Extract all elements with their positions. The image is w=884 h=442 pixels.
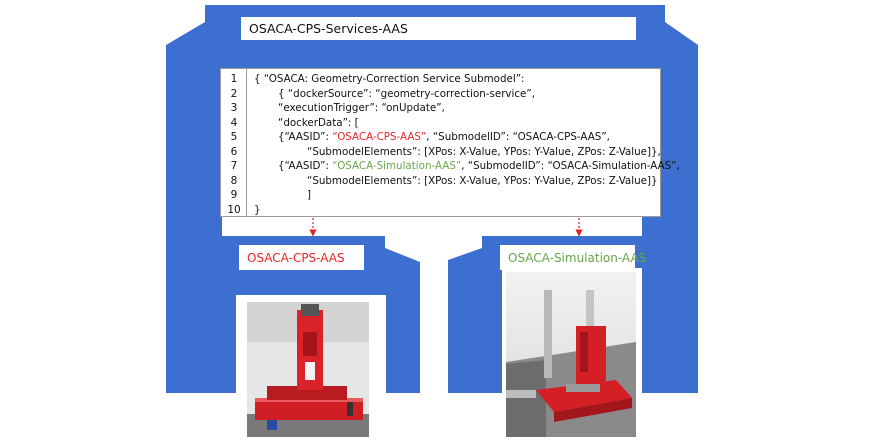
code-line-3: “executionTrigger”: “onUpdate”, <box>278 102 445 114</box>
line-number: 3 <box>230 102 238 114</box>
code-line-2: { “dockerSource”: “geometry-correction-s… <box>278 87 535 100</box>
submodel-code-panel: 1 2 3 4 5 6 7 8 9 10 { “OSACA: Geometry-… <box>220 68 680 217</box>
line-number: 7 <box>230 160 238 172</box>
code-line-1: { “OSACA: Geometry-Correction Service Su… <box>254 73 525 85</box>
cps-aas-title: OSACA-CPS-AAS <box>247 250 345 265</box>
main-aas-label: OSACA-CPS-Services-AAS <box>241 17 636 40</box>
line-number: 6 <box>230 145 238 158</box>
code-text: , “SubmodelID”: “OSACA-CPS-AAS”, <box>426 131 610 143</box>
code-line-9: ] <box>307 189 312 201</box>
line-number: 10 <box>227 203 241 216</box>
code-line-8: “SubmodelElements”: [XPos: X-Value, YPos… <box>307 174 658 187</box>
line-number: 9 <box>230 189 238 201</box>
sim-aas-title: OSACA-Simulation-AAS <box>508 250 647 265</box>
code-line-4: “dockerData”: [ <box>278 116 359 129</box>
line-number: 4 <box>230 116 238 129</box>
code-line-5: {“AASID”: “OSACA-CPS-AAS”, “SubmodelID”:… <box>278 130 610 144</box>
line-number-gutter <box>221 69 247 216</box>
line-number: 5 <box>230 131 238 143</box>
sim-aas-label: OSACA-Simulation-AAS <box>500 245 646 270</box>
main-aas-title: OSACA-CPS-Services-AAS <box>249 21 408 36</box>
cps-aasid-value: “OSACA-CPS-AAS” <box>332 131 427 143</box>
line-number: 1 <box>230 73 238 85</box>
code-line-7: {“AASID”: “OSACA-Simulation-AAS”, “Submo… <box>278 159 680 173</box>
line-number: 8 <box>230 174 238 187</box>
cps-machine-photo <box>247 302 369 437</box>
sim-aasid-value: “OSACA-Simulation-AAS” <box>332 160 462 172</box>
code-text: {“AASID”: <box>278 131 333 143</box>
code-text: {“AASID”: <box>278 160 333 172</box>
simulation-machine-render <box>506 272 636 437</box>
code-line-10: } <box>254 203 261 216</box>
code-line-6: “SubmodelElements”: [XPos: X-Value, YPos… <box>307 145 661 158</box>
cps-aas-frame <box>190 236 420 393</box>
line-number: 2 <box>230 87 238 100</box>
cps-aas-label: OSACA-CPS-AAS <box>239 245 364 270</box>
code-text: , “SubmodelID”: “OSACA-Simulation-AAS”, <box>461 160 680 172</box>
